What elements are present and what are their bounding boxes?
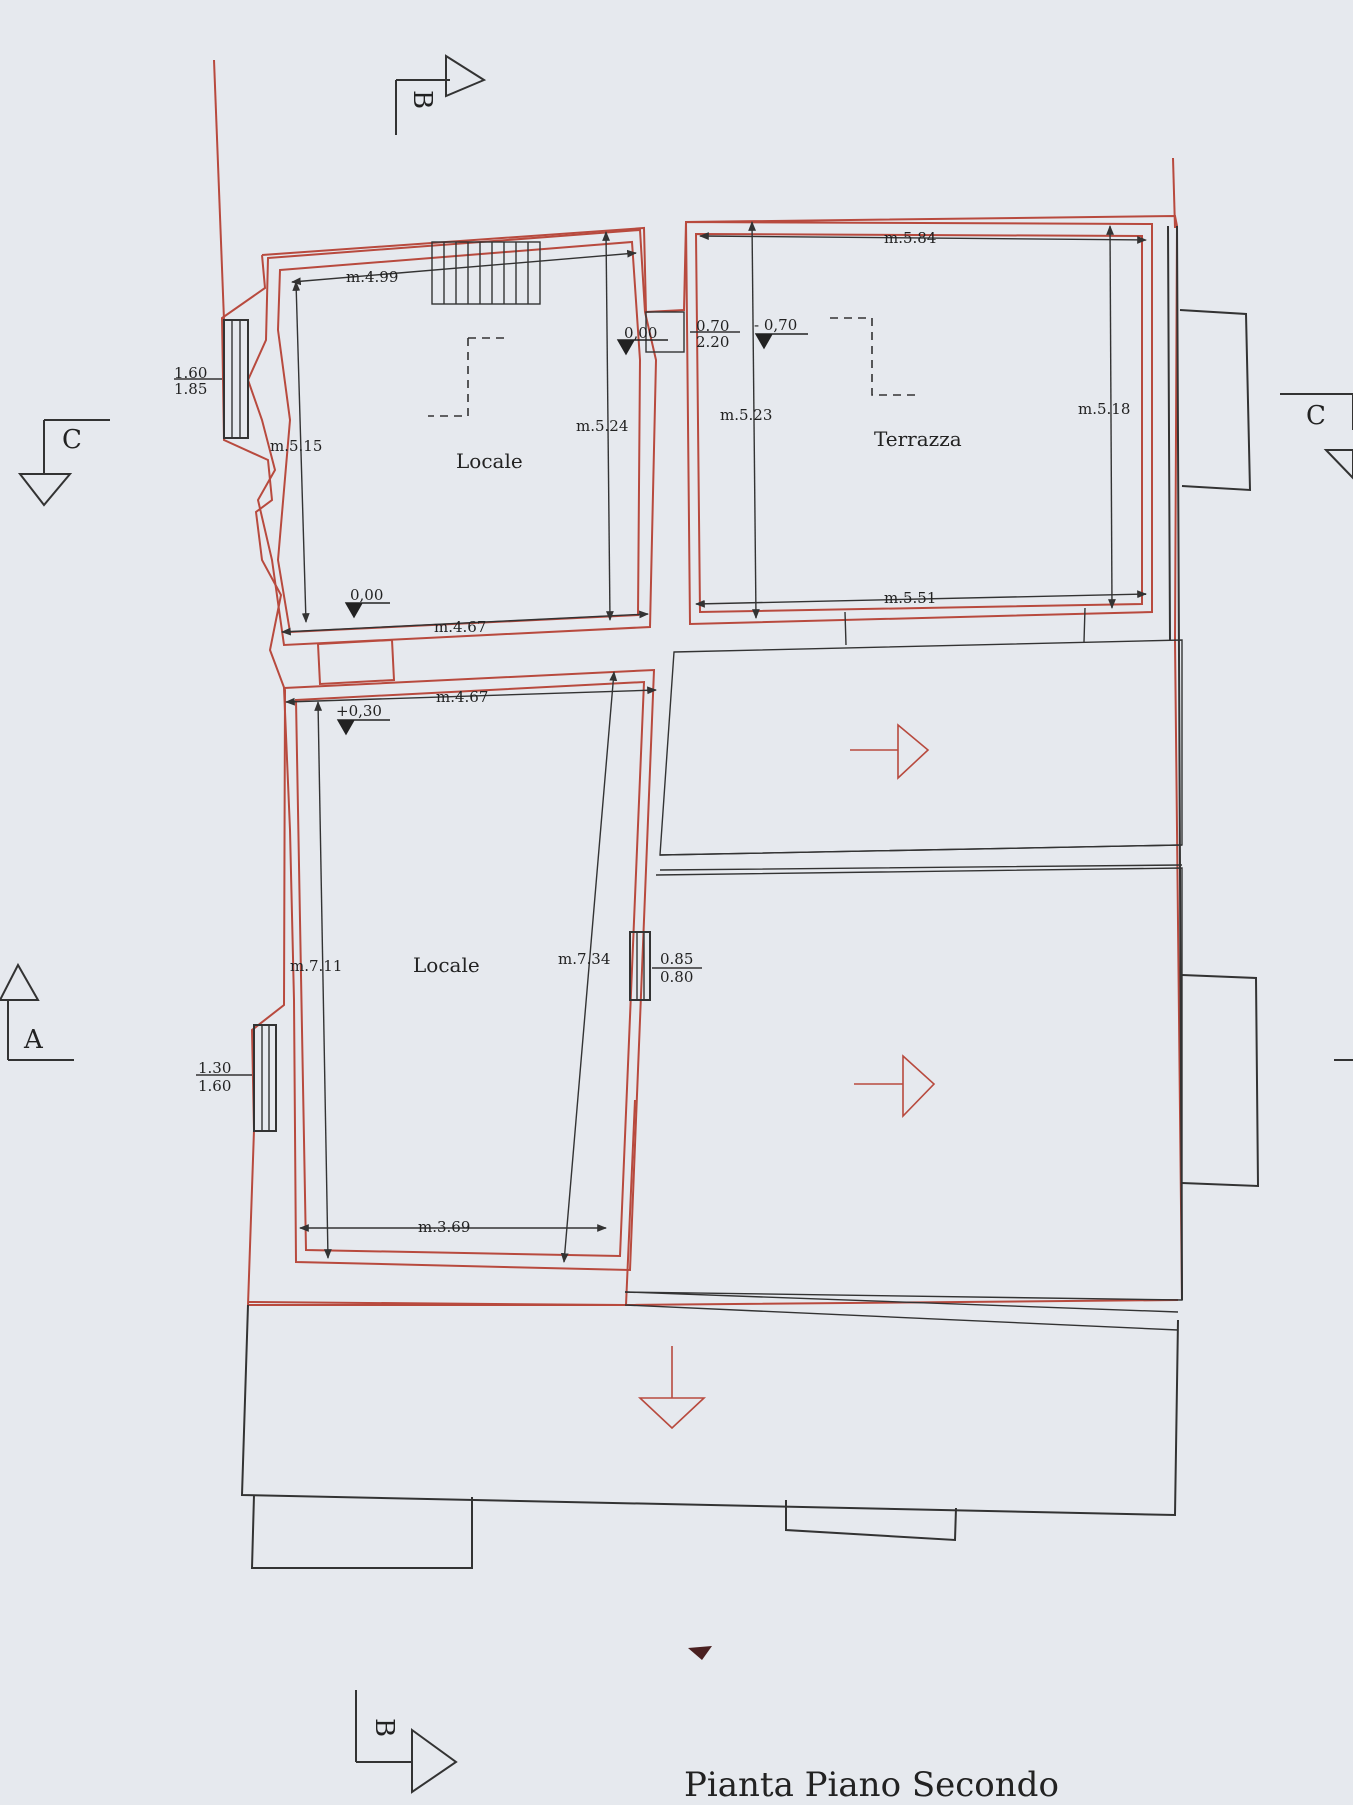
section-label-b-top: B <box>407 90 437 109</box>
bottom-balcony-right <box>785 1500 957 1542</box>
roof-area-bottom-gutter <box>624 1291 1179 1331</box>
corridor-step <box>316 638 396 686</box>
section-label-c-left: C <box>62 425 82 455</box>
window-bottom-left-icon <box>253 1024 277 1132</box>
balcony-right-lower <box>1181 974 1260 1188</box>
roof-slope-arrow-3 <box>637 1346 707 1430</box>
window-bottom-right-icon <box>629 931 651 1001</box>
door-terrace-bottom: 2.20 <box>696 333 729 351</box>
section-label-c-right: C <box>1306 401 1326 431</box>
section-marker-a-left <box>0 962 74 1061</box>
dim-line-terrace-bottom <box>695 590 1147 608</box>
roof-area-gutter <box>659 607 1183 871</box>
page-title: Pianta Piano Secondo <box>684 1765 1059 1805</box>
roof-area-upper <box>659 639 1183 856</box>
window-bottom-right-bottom: 0.80 <box>660 968 693 986</box>
level-top-room: 0,00 <box>350 586 383 604</box>
dim-line-top-room-width <box>291 249 637 286</box>
section-marker-b-top <box>395 54 487 135</box>
window-bottom-left-top: 1.30 <box>198 1059 231 1077</box>
section-label-a-left: A <box>23 1025 44 1055</box>
window-top-left-bottom: 1.85 <box>174 380 207 398</box>
terrace-balcony-right <box>1179 309 1252 492</box>
section-marker-c-right <box>1280 393 1353 480</box>
dim-terrace-bottom-width: m.5.51 <box>884 589 936 607</box>
room-outline-locale-top-inner <box>276 240 642 634</box>
bottom-slab <box>240 1304 1179 1517</box>
room-label-terrazza: Terrazza <box>874 427 962 451</box>
dim-terrace-top-width: m.5.84 <box>884 229 936 247</box>
dim-bottom-room-left-height: m.7.11 <box>290 957 342 975</box>
dim-line-top-room-left <box>292 281 310 623</box>
dashed-overhead-locale <box>428 337 510 417</box>
dim-line-terrace-top <box>699 232 1147 244</box>
door-terrace-icon <box>645 311 685 353</box>
level-terrace: - 0,70 <box>754 316 797 334</box>
level-marker-terrace <box>754 333 808 350</box>
level-bottom-room: +0,30 <box>336 702 382 720</box>
bottom-balcony-left <box>250 1494 473 1569</box>
section-label-b-bottom: B <box>369 1718 399 1737</box>
dim-line-bottom-room-right <box>560 671 618 1263</box>
ink-mark <box>688 1646 712 1660</box>
roof-slope-arrow-2 <box>854 1054 936 1118</box>
outer-wall <box>220 214 1183 1306</box>
dim-line-top-room-bottom <box>281 610 649 636</box>
dim-terrace-left-height: m.5.23 <box>720 406 772 424</box>
roof-area-middle <box>624 867 1183 1301</box>
section-marker-c-left <box>17 419 110 507</box>
level-marker-corridor <box>616 339 668 356</box>
room-label-locale-top: Locale <box>456 449 523 473</box>
dim-top-room-width: m.4.99 <box>346 268 398 286</box>
dim-line-top-room-right <box>602 231 614 621</box>
level-marker-bottom-room <box>336 719 390 736</box>
window-bottom-right-top: 0.85 <box>660 950 693 968</box>
dashed-overhead-terrazza <box>830 317 918 396</box>
section-marker-b-bottom <box>355 1690 458 1794</box>
window-top-left-icon <box>223 319 249 439</box>
roof-slope-arrow-1 <box>850 723 930 780</box>
door-terrace-top: 0.70 <box>696 317 729 335</box>
level-marker-top-room <box>344 602 390 619</box>
dim-line-terrace-right <box>1106 225 1116 609</box>
level-corridor: 0,00 <box>624 324 657 342</box>
room-outline-locale-bottom <box>282 668 656 1272</box>
boundary-line-left <box>213 59 225 321</box>
dim-bottom-room-right-height: m.7.34 <box>558 950 610 968</box>
dim-top-room-right-height: m.5.24 <box>576 417 628 435</box>
window-top-left-top: 1.60 <box>174 364 207 382</box>
room-outline-terrazza <box>684 220 1153 626</box>
dim-top-room-bottom-width: m.4.67 <box>434 618 486 636</box>
dim-bottom-room-bottom-width: m.3.69 <box>418 1218 470 1236</box>
room-label-locale-bottom: Locale <box>413 953 480 977</box>
dim-line-bottom-room-left <box>314 701 332 1259</box>
window-bottom-left-bottom: 1.60 <box>198 1077 231 1095</box>
right-wall-dark <box>1167 225 1183 1301</box>
dim-line-terrace-left <box>748 221 760 619</box>
dim-top-room-left-height: m.5.15 <box>270 437 322 455</box>
dim-bottom-room-top-width: m.4.67 <box>436 688 488 706</box>
dim-terrace-right-height: m.5.18 <box>1078 400 1130 418</box>
